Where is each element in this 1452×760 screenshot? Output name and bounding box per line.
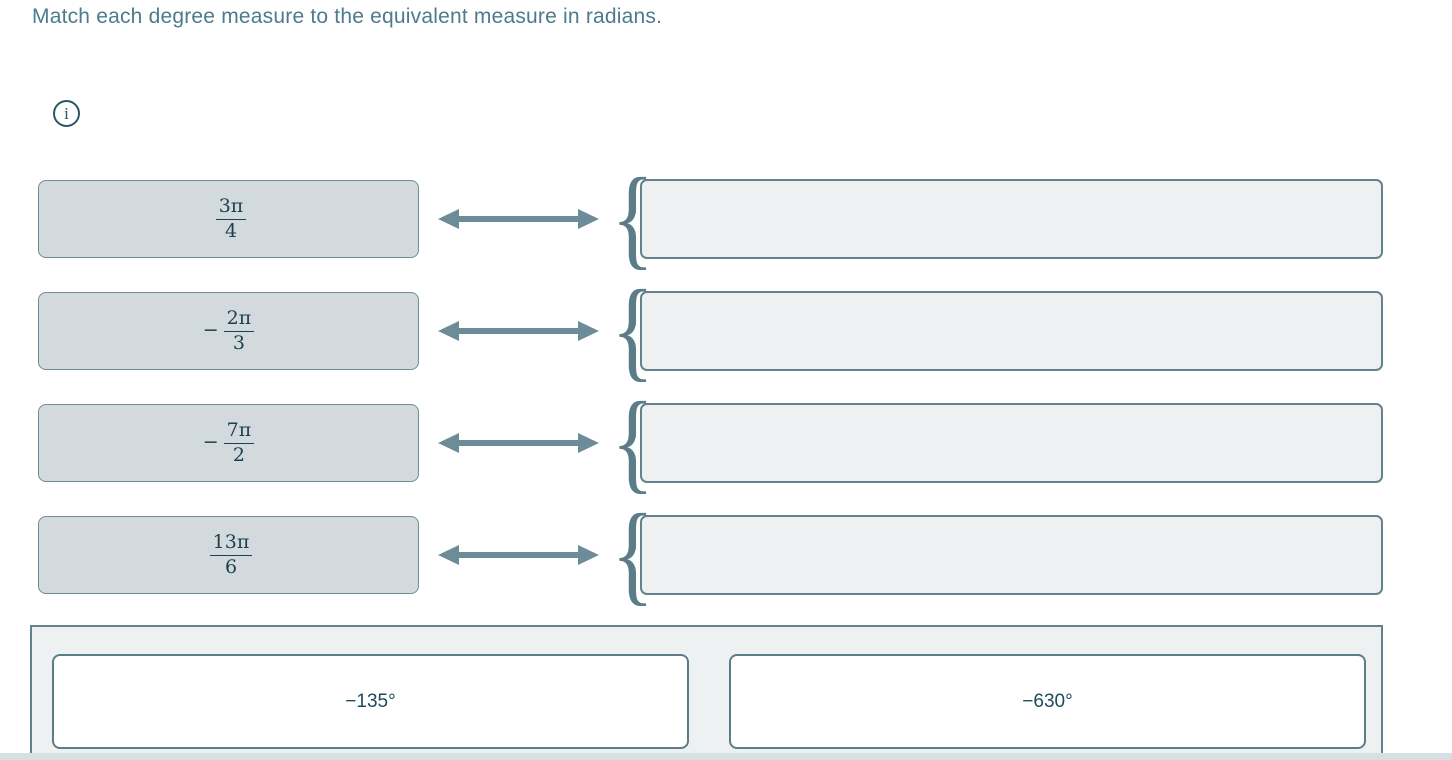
double-arrow-icon <box>438 321 599 341</box>
fraction-numerator: 2π <box>223 307 255 332</box>
answer-tile[interactable]: −135° <box>52 654 689 749</box>
left-brace-icon: { <box>611 492 655 616</box>
fraction-sign: − <box>202 431 219 453</box>
left-brace-icon: { <box>611 380 655 504</box>
double-arrow-icon <box>438 545 599 565</box>
double-arrow-icon <box>438 209 599 229</box>
answer-bank-panel: −135° −630° <box>30 625 1383 760</box>
match-row: − 2π 3 { <box>0 274 1452 386</box>
radian-expression-tile: 3π 4 <box>38 180 419 258</box>
info-icon: i <box>64 103 69 123</box>
left-brace-icon: { <box>611 268 655 392</box>
match-dropzone[interactable] <box>640 179 1383 259</box>
radian-expression-tile: 13π 6 <box>38 516 419 594</box>
fraction-numerator: 3π <box>215 195 247 220</box>
radian-fraction: 13π 6 <box>205 531 253 579</box>
fraction-sign: − <box>202 319 219 341</box>
match-dropzone[interactable] <box>640 291 1383 371</box>
radian-fraction: 3π 4 <box>211 195 247 243</box>
fraction-denominator: 2 <box>232 443 245 466</box>
fraction-numerator: 7π <box>223 419 255 444</box>
info-button[interactable]: i <box>53 100 80 127</box>
radian-fraction: − 7π 2 <box>202 419 255 467</box>
fraction-denominator: 6 <box>224 555 238 578</box>
match-row: 3π 4 { <box>0 162 1452 274</box>
radian-fraction: − 2π 3 <box>202 307 255 355</box>
match-dropzone[interactable] <box>640 515 1383 595</box>
match-row: − 7π 2 { <box>0 386 1452 498</box>
double-arrow-icon <box>438 433 599 453</box>
question-prompt: Match each degree measure to the equival… <box>32 5 663 28</box>
fraction-numerator: 13π <box>209 531 253 556</box>
fraction-denominator: 4 <box>224 219 238 242</box>
match-row: 13π 6 { <box>0 498 1452 610</box>
radian-expression-tile: − 2π 3 <box>38 292 419 370</box>
match-dropzone[interactable] <box>640 403 1383 483</box>
radian-expression-tile: − 7π 2 <box>38 404 419 482</box>
fraction-denominator: 3 <box>232 331 245 354</box>
left-brace-icon: { <box>611 156 655 280</box>
horizontal-scrollbar-track[interactable] <box>0 753 1452 760</box>
answer-tile[interactable]: −630° <box>729 654 1366 749</box>
